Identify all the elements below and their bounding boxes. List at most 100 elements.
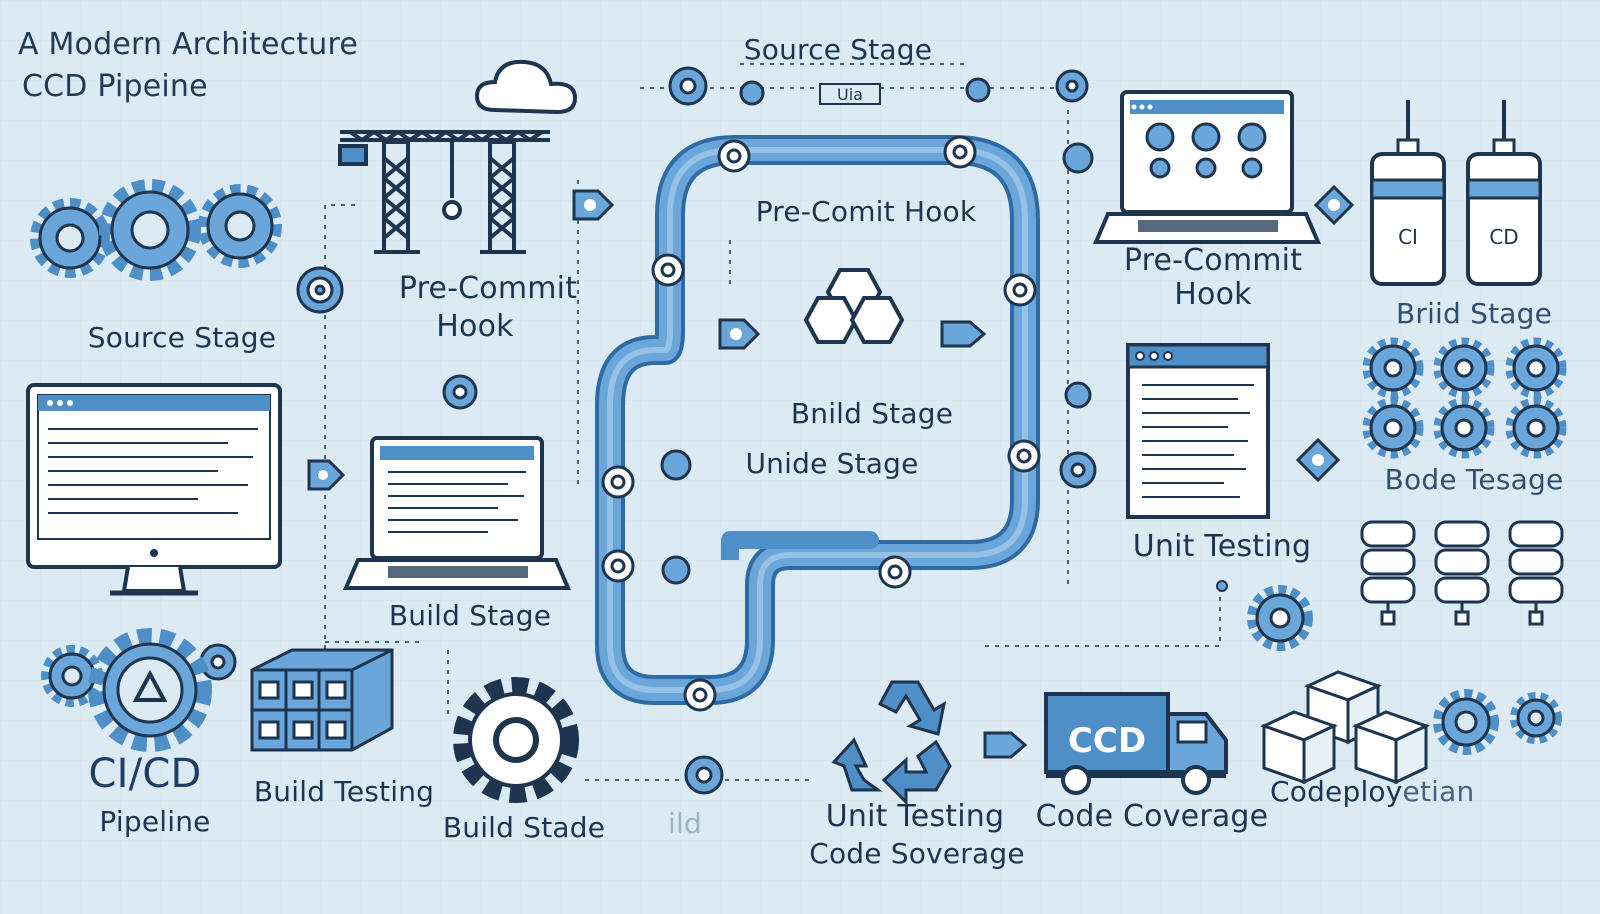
label-unit-testing-right: Unit Testing	[1132, 529, 1312, 564]
label-precommit-right-2: Hook	[1174, 277, 1252, 312]
label-bode-tesage: Bode Tesage	[1384, 463, 1564, 496]
label-faded-ild: ild	[668, 807, 702, 840]
tank-ci-label: CI	[1398, 225, 1418, 249]
boxes-icon	[250, 648, 394, 752]
label-codeploy-tail: etian	[1402, 775, 1475, 808]
valve-icon	[1003, 273, 1037, 307]
node-icon	[660, 449, 692, 481]
gear-icon	[1510, 692, 1562, 744]
pin-icon	[1216, 580, 1228, 592]
node-icon	[1055, 69, 1089, 103]
page-title-line2: CCD Pipeine	[22, 69, 208, 104]
arrow-right-icon	[572, 189, 615, 221]
label-pipeline: Pipeline	[99, 805, 211, 838]
arrow-icons	[307, 184, 1355, 759]
disc-stack-icon	[1360, 520, 1416, 626]
recycle-gear-icon	[41, 628, 212, 752]
disc-stack-icon	[1508, 520, 1564, 626]
node-icon	[199, 643, 237, 681]
gear-icon	[1433, 397, 1495, 459]
label-build-stage-left: Build Stage	[388, 599, 552, 632]
label-precommit-right-1: Pre-Commit	[1123, 243, 1303, 278]
connector-left-vertical	[324, 204, 355, 660]
pipe-tag-label: Uia	[837, 85, 863, 104]
tank-icon	[1466, 100, 1542, 286]
label-build-stage-inner: Bnild Stage	[790, 397, 954, 430]
gear-icon	[1505, 397, 1567, 459]
valve-icon	[651, 253, 685, 287]
truck-icon	[1044, 692, 1228, 795]
valve-icon	[601, 549, 635, 583]
gear-icon	[30, 198, 110, 278]
laptop-icon	[342, 436, 572, 590]
gears-icon	[1433, 689, 1562, 755]
label-codeploy: Codeployetian	[1270, 776, 1474, 807]
arrow-right-icon	[983, 731, 1028, 759]
gears-icon	[30, 179, 282, 281]
disc-stack-icon	[1434, 520, 1490, 626]
server-stack-icon	[1362, 337, 1567, 459]
gear-icon	[1362, 397, 1424, 459]
node-icon	[684, 755, 724, 795]
valve-icon	[878, 555, 912, 589]
label-build-stade: Build Stade	[442, 811, 606, 844]
pipe-tag-box	[819, 83, 881, 105]
pipe-valve-icons	[601, 135, 1041, 712]
gear-icon	[1433, 337, 1495, 399]
tank-icon	[1370, 100, 1446, 286]
arrow-right-icon	[307, 459, 346, 491]
gear-icon	[41, 645, 103, 707]
label-briid-stage: Briid Stage	[1395, 297, 1553, 330]
tank-cd-label: CD	[1489, 225, 1518, 249]
laptop-icon	[1092, 90, 1322, 244]
arrow-right-icon	[940, 320, 987, 348]
gear-icon	[1362, 337, 1424, 399]
label-code-coverage: Code Coverage	[1035, 799, 1269, 834]
label-precommit-crane-1: Pre-Commit	[398, 271, 578, 306]
hexagon-logo-icon	[803, 268, 905, 344]
arrow-right-icon	[1313, 184, 1355, 226]
arrow-right-icon	[1295, 437, 1341, 483]
arrow-right-icon	[718, 318, 761, 350]
tank-icons	[1370, 100, 1542, 286]
label-source-stage-top: Source Stage	[743, 33, 933, 66]
node-icon	[1062, 142, 1094, 174]
node-icons	[199, 66, 1097, 795]
valve-icon	[1007, 439, 1041, 473]
valve-icon	[683, 678, 717, 712]
valve-icon	[943, 135, 977, 169]
node-icon	[739, 80, 765, 106]
node-icon	[965, 77, 991, 103]
label-precommit-inner: Pre-Comit Hook	[755, 195, 977, 228]
node-icon	[668, 66, 708, 106]
valve-icon	[717, 139, 751, 173]
recycle-icon	[831, 680, 952, 806]
connector-bottom-right	[985, 590, 1221, 647]
label-build-testing: Build Testing	[253, 775, 435, 808]
label-source-stage-left: Source Stage	[87, 321, 277, 354]
truck-label: CCD	[1068, 721, 1146, 761]
gear-icon	[453, 677, 579, 803]
node-icon	[296, 266, 344, 314]
page-title-line1: A Modern Architecture	[18, 27, 359, 62]
label-codeploy-main: Codeploy	[1270, 775, 1403, 808]
cubes-icon	[1260, 670, 1430, 785]
disc-stack-icons	[1360, 520, 1564, 626]
document-window-icon	[1126, 343, 1270, 519]
crane-icon	[338, 129, 550, 254]
label-unide-stage-inner: Unide Stage	[745, 447, 919, 480]
gear-icon	[1247, 585, 1313, 651]
gear-icon	[99, 179, 201, 281]
label-code-soverage: Code Soverage	[809, 837, 1025, 870]
gear-icon	[1505, 337, 1567, 399]
node-icon	[1064, 381, 1092, 409]
monitor-icon	[26, 383, 282, 596]
label-cicd: CI/CD	[88, 751, 202, 797]
node-icon	[442, 374, 478, 410]
node-icon	[661, 555, 691, 585]
label-precommit-crane-2: Hook	[436, 309, 514, 344]
valve-icon	[601, 465, 635, 499]
gear-icon	[1433, 689, 1499, 755]
